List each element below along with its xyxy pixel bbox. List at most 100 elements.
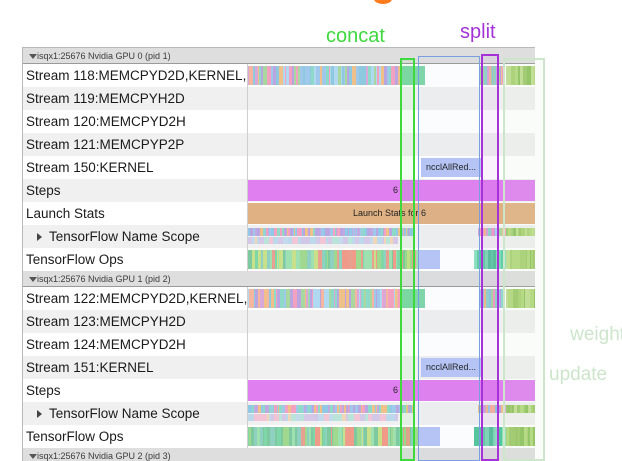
nccl-bar-label: ncclAllRed... [426, 162, 477, 172]
track-row[interactable]: Steps 6 [23, 379, 535, 402]
track-label[interactable]: Stream 150:KERNEL [23, 156, 248, 179]
track-label[interactable]: Stream 121:MEMCPYP2P [23, 133, 248, 156]
track-body[interactable] [248, 310, 535, 333]
track-body[interactable] [248, 402, 535, 425]
track-label[interactable]: Stream 122:MEMCPYD2D,KERNEL,MI [23, 287, 248, 310]
annotation-split: split [460, 21, 496, 43]
process-group-title: isqx1:25676 Nvidia GPU 0 (pid 1) [37, 50, 171, 61]
track-row[interactable]: TensorFlow Name Scope [23, 402, 535, 425]
track-body[interactable] [248, 110, 535, 133]
track-label-text: Stream 123:MEMCPYH2D [26, 314, 186, 329]
track-label-text: Stream 124:MEMCPYD2H [26, 337, 186, 352]
track-row[interactable]: Stream 151:KERNEL ncclAllRed... [23, 356, 535, 379]
track-body[interactable] [248, 225, 535, 248]
track-label-text: TensorFlow Ops [26, 252, 124, 267]
track-body[interactable] [248, 87, 535, 110]
kernel-block[interactable] [401, 289, 425, 308]
track-body[interactable]: 6 [248, 179, 535, 202]
track-label-text: Steps [26, 383, 61, 398]
track-row[interactable]: Stream 118:MEMCPYD2D,KERNEL,ME [23, 64, 535, 87]
steps-bar[interactable] [248, 380, 535, 401]
track-body[interactable] [248, 287, 535, 310]
track-row[interactable]: Stream 150:KERNEL ncclAllRed... [23, 156, 535, 179]
track-label[interactable]: Stream 118:MEMCPYD2D,KERNEL,ME [23, 64, 248, 87]
track-label[interactable]: TensorFlow Name Scope [23, 225, 248, 248]
track-body[interactable] [248, 425, 535, 448]
activity-band [480, 66, 503, 85]
activity-band [480, 289, 503, 308]
track-label[interactable]: TensorFlow Name Scope [23, 402, 248, 425]
track-label-text: Stream 119:MEMCPYH2D [26, 91, 185, 106]
track-label[interactable]: Steps [23, 379, 248, 402]
track-label[interactable]: Stream 120:MEMCPYD2H [23, 110, 248, 133]
track-body[interactable]: ncclAllRed... [248, 356, 535, 379]
process-group-header[interactable]: isqx1:25676 Nvidia GPU 0 (pid 1) [23, 48, 535, 64]
annotation-weight-update: weight update [549, 305, 622, 425]
track-row[interactable]: Stream 123:MEMCPYH2D [23, 310, 535, 333]
trace-panel[interactable]: isqx1:25676 Nvidia GPU 0 (pid 1) Stream 1… [22, 47, 535, 461]
track-label-text: TensorFlow Name Scope [49, 406, 200, 421]
track-label[interactable]: Launch Stats [23, 202, 248, 225]
op-block[interactable] [418, 427, 440, 446]
process-group-title: isqx1:25676 Nvidia GPU 2 (pid 3) [37, 450, 171, 461]
track-row[interactable]: TensorFlow Name Scope [23, 225, 535, 248]
track-row[interactable]: Launch Stats Launch Stats for 6 [23, 202, 535, 225]
track-label[interactable]: TensorFlow Ops [23, 248, 248, 271]
track-body[interactable]: Launch Stats for 6 [248, 202, 535, 225]
process-group-header[interactable]: isqx1:25676 Nvidia GPU 2 (pid 3) [23, 448, 535, 461]
track-body[interactable]: 6 [248, 379, 535, 402]
chevron-down-icon[interactable] [29, 454, 37, 459]
track-body[interactable]: ncclAllRed... [248, 156, 535, 179]
activity-band [248, 414, 398, 421]
track-body[interactable] [248, 248, 535, 271]
activity-band [506, 289, 535, 308]
steps-bar[interactable] [248, 180, 535, 201]
track-body[interactable] [248, 133, 535, 156]
track-label-text: Stream 122:MEMCPYD2D,KERNEL,MI [26, 291, 248, 306]
activity-band [248, 289, 400, 308]
activity-band [506, 250, 535, 269]
track-label[interactable]: Stream 119:MEMCPYH2D [23, 87, 248, 110]
track-label-text: Stream 150:KERNEL [26, 160, 154, 175]
annotation-concat: concat [326, 25, 385, 47]
steps-bar-label: 6 [393, 385, 399, 395]
track-row[interactable]: Stream 121:MEMCPYP2P [23, 133, 535, 156]
annotation-weight-line1: weight [570, 323, 622, 345]
chevron-down-icon[interactable] [29, 54, 37, 59]
track-label-text: TensorFlow Name Scope [49, 229, 200, 244]
nccl-allreduce-bar[interactable] [421, 158, 481, 177]
track-label-text: Stream 121:MEMCPYP2P [26, 137, 185, 152]
nccl-allreduce-bar[interactable] [421, 358, 481, 377]
activity-band [474, 427, 506, 446]
activity-band [248, 66, 400, 85]
track-label[interactable]: Stream 151:KERNEL [23, 356, 248, 379]
kernel-block[interactable] [401, 66, 425, 85]
track-row[interactable]: Stream 122:MEMCPYD2D,KERNEL,MI [23, 287, 535, 310]
activity-band [248, 250, 418, 269]
track-label-text: TensorFlow Ops [26, 429, 124, 444]
track-label[interactable]: Stream 124:MEMCPYD2H [23, 333, 248, 356]
chevron-right-icon[interactable] [37, 409, 42, 418]
track-row[interactable]: Stream 119:MEMCPYH2D [23, 87, 535, 110]
op-block[interactable] [418, 250, 440, 269]
nccl-bar-label: ncclAllRed... [426, 362, 477, 372]
track-row[interactable]: TensorFlow Ops [23, 248, 535, 271]
track-label-text: Launch Stats [26, 206, 105, 221]
track-row[interactable]: Stream 124:MEMCPYD2H [23, 333, 535, 356]
track-row[interactable]: TensorFlow Ops [23, 425, 535, 448]
track-body[interactable] [248, 333, 535, 356]
activity-band [478, 228, 506, 236]
track-label[interactable]: TensorFlow Ops [23, 425, 248, 448]
track-label[interactable]: Steps [23, 179, 248, 202]
process-group-header[interactable]: isqx1:25676 Nvidia GPU 1 (pid 2) [23, 271, 535, 287]
chevron-right-icon[interactable] [37, 232, 42, 241]
orange-marker-icon [374, 0, 392, 4]
chevron-down-icon[interactable] [29, 277, 37, 282]
activity-band [248, 237, 398, 244]
track-label[interactable]: Stream 123:MEMCPYH2D [23, 310, 248, 333]
launch-stats-bar[interactable] [248, 203, 535, 224]
track-body[interactable] [248, 64, 535, 87]
track-row[interactable]: Stream 120:MEMCPYD2H [23, 110, 535, 133]
